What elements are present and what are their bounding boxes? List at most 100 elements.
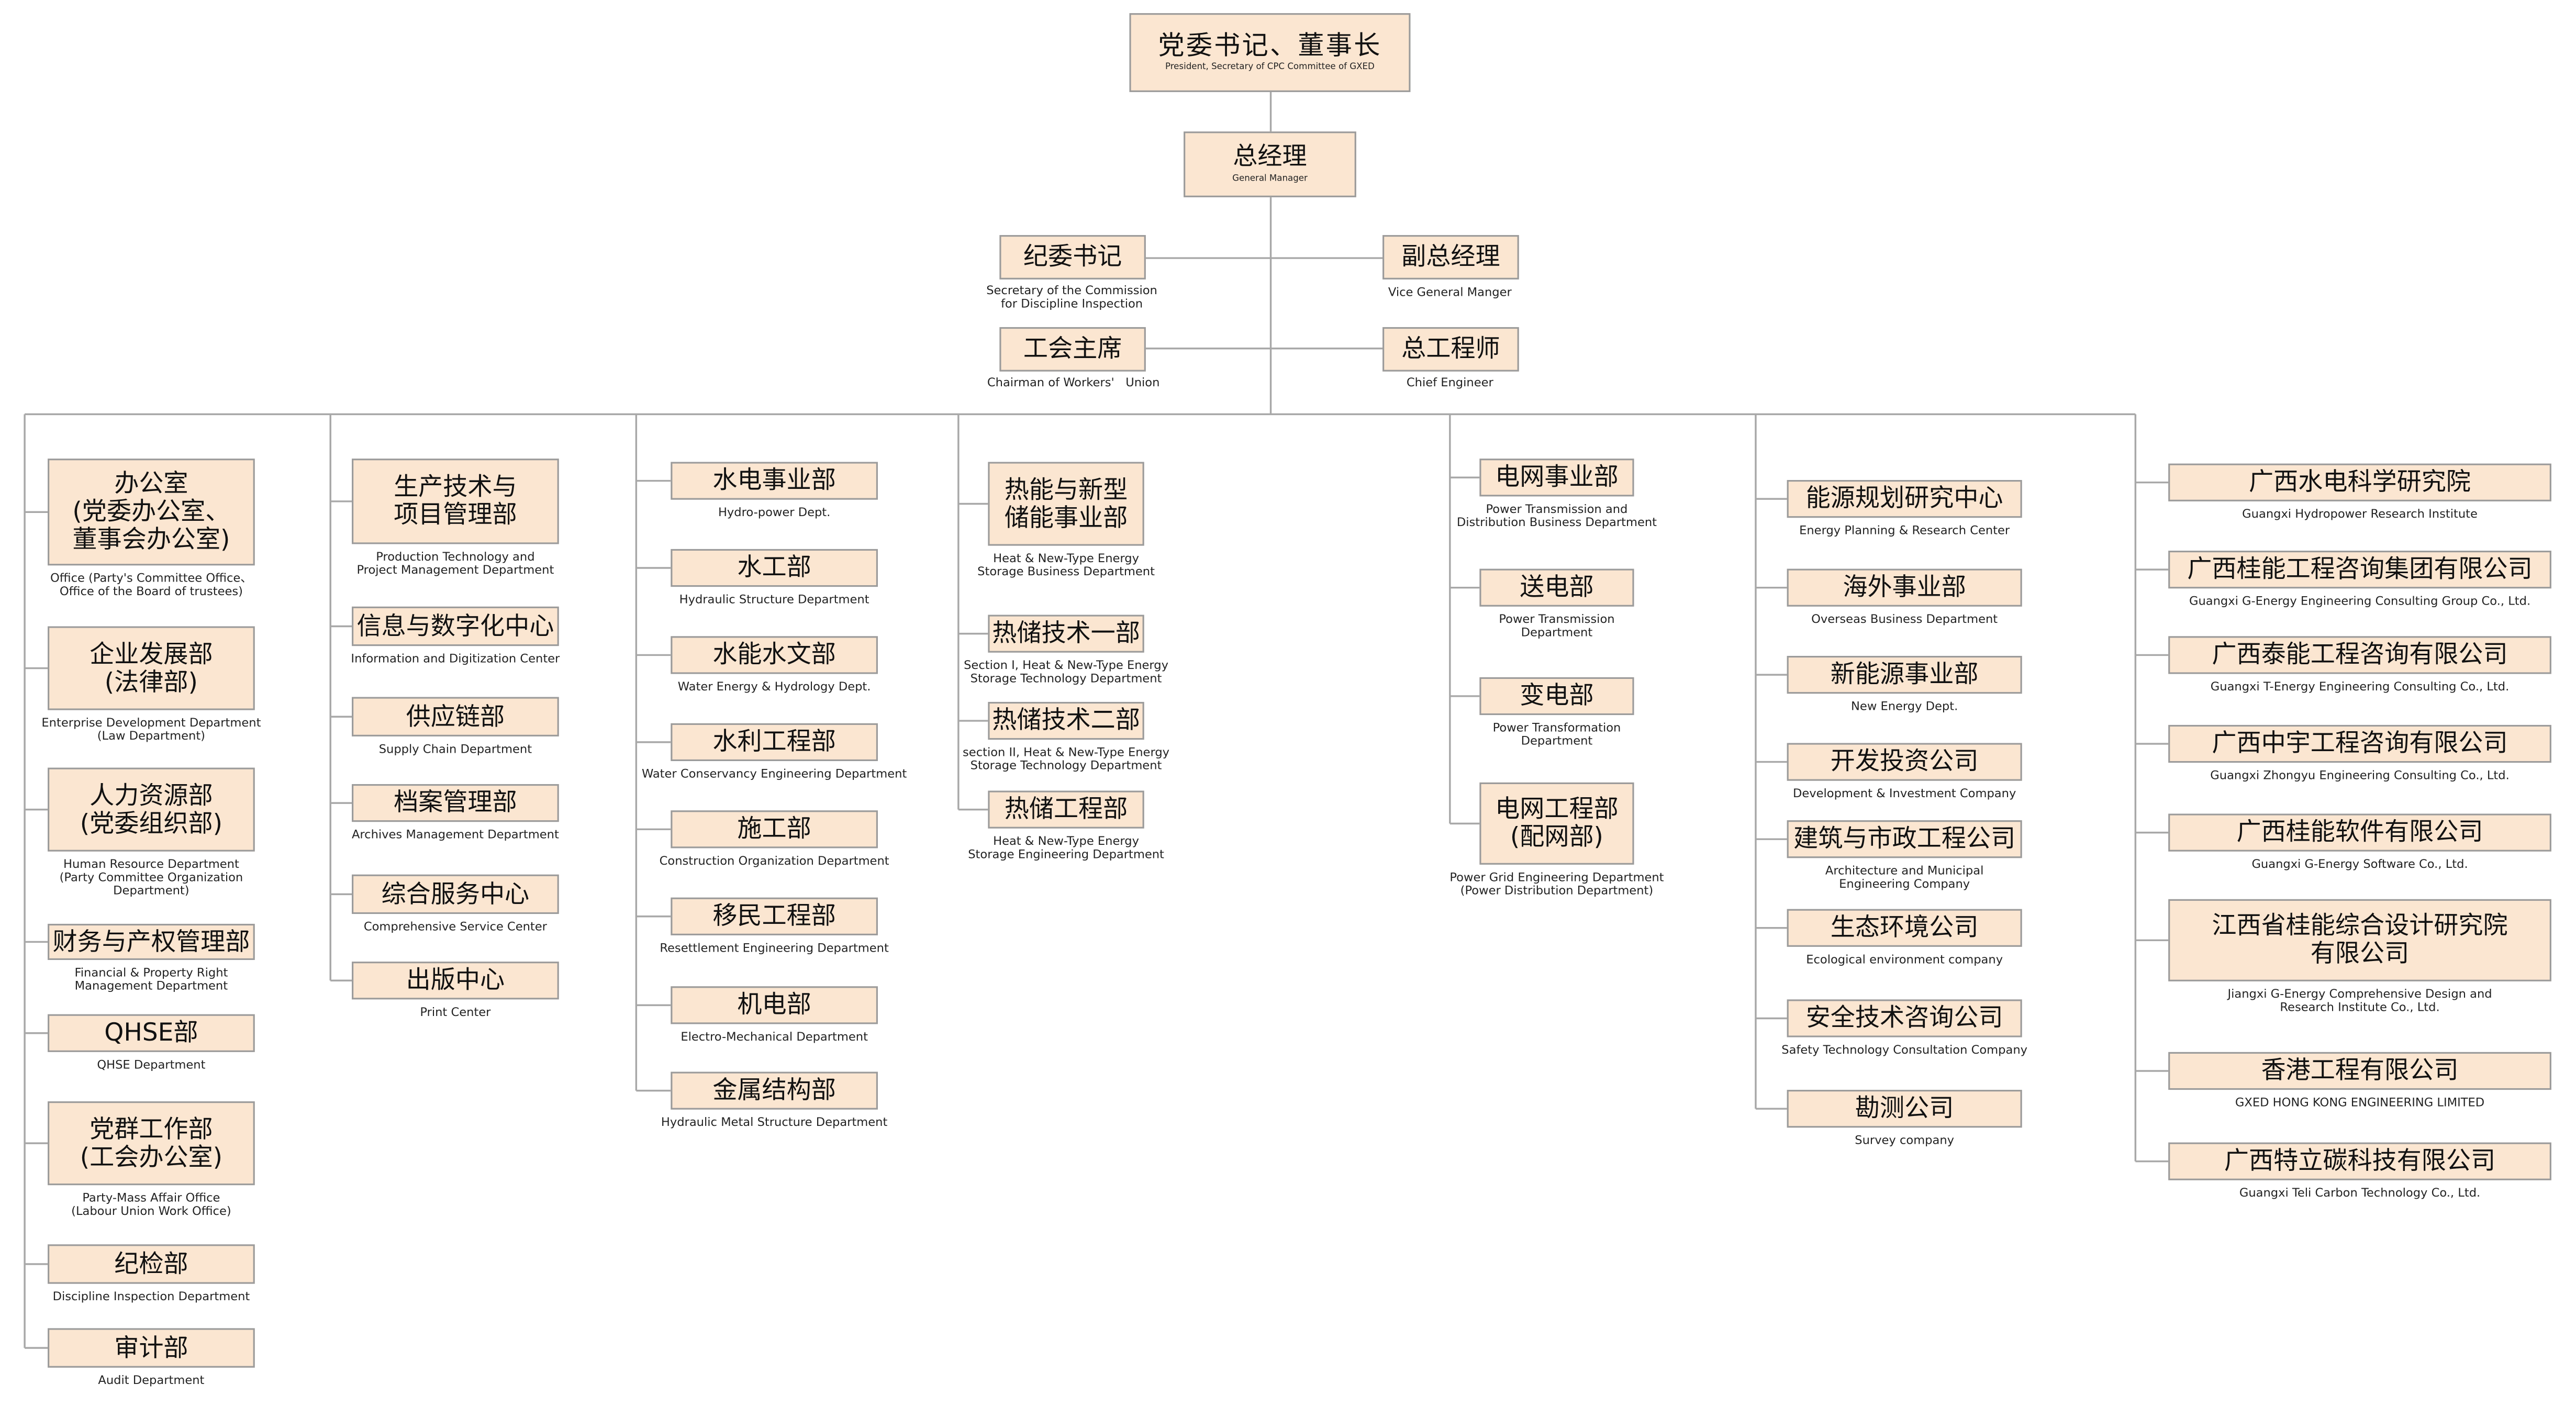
dept-node: 综合服务中心 [352,874,559,914]
dept-title: 办公室 (党委办公室、 董事会办公室) [72,468,230,554]
dept-title: 生产技术与 项目管理部 [394,472,517,530]
dept-node: 生态环境公司 [1787,909,2022,947]
dept-title: 香港工程有限公司 [2261,1055,2459,1085]
dept-caption: Enterprise Development Department (Law D… [41,715,261,743]
dept-node: 热储技术二部 [988,701,1144,740]
dept-title: 出版中心 [406,965,505,995]
union-chair-title: 工会主席 [1023,333,1122,364]
dept-caption: Section I, Heat & New-Type Energy Storag… [964,657,1168,686]
dept-caption: Archives Management Department [351,827,559,842]
dept-node: 广西泰能工程咨询有限公司 [2168,636,2551,674]
dept-node: 供应链部 [352,697,559,736]
dept-node: 热储技术一部 [988,615,1144,653]
dept-title: 人力资源部 (党委组织部) [80,780,223,838]
dept-node: 办公室 (党委办公室、 董事会办公室) [48,459,255,566]
dept-node: 广西桂能软件有限公司 [2168,813,2551,852]
dept-caption: Power Transformation Department [1492,720,1621,749]
dept-caption: Office (Party's Committee Office、 Office… [50,570,252,599]
dept-title: 广西桂能工程咨询集团有限公司 [2187,554,2533,584]
dept-node: 移民工程部 [671,897,878,935]
dept-title: 广西特立碳科技有限公司 [2224,1146,2496,1176]
dept-node: 水利工程部 [671,723,878,762]
dept-title: 生态环境公司 [1830,912,1979,942]
vice-gm-title: 副总经理 [1401,241,1500,272]
dept-title: 供应链部 [406,701,505,731]
dept-title: 综合服务中心 [381,878,530,909]
dept-title: 电网事业部 [1495,462,1619,492]
dept-caption: Power Transmission and Distribution Busi… [1456,501,1657,530]
dept-caption: Survey company [1855,1132,1955,1147]
dept-title: 电网工程部 (配网部) [1495,794,1619,852]
dept-node: 送电部 [1479,568,1634,607]
discipline-secretary-caption: Secretary of the Commission for Discipli… [986,283,1157,311]
dept-node: 安全技术咨询公司 [1787,999,2022,1037]
dept-title: 水利工程部 [712,727,836,756]
dept-caption: Jiangxi G-Energy Comprehensive Design an… [2227,986,2492,1014]
dept-caption: Ecological environment company [1806,952,2003,967]
dept-caption: Party-Mass Affair Office (Labour Union W… [71,1190,231,1219]
dept-title: 新能源事业部 [1830,659,1979,689]
dept-node: QHSE部 [48,1014,255,1052]
chief-engineer-caption: Chief Engineer [1406,375,1493,390]
dept-caption: Energy Planning & Research Center [1799,522,2010,538]
dept-node: 海外事业部 [1787,568,2022,607]
dept-title: 机电部 [737,989,811,1020]
dept-title: 广西水电科学研究院 [2249,467,2471,497]
union-chair-node: 工会主席 [999,327,1146,372]
discipline-secretary-node: 纪委书记 [999,235,1146,280]
root-subtitle: President, Secretary of CPC Committee of… [1165,63,1375,73]
dept-title: QHSE部 [104,1018,198,1047]
dept-node: 变电部 [1479,677,1634,716]
dept-node: 热储工程部 [988,790,1144,829]
dept-node: 人力资源部 (党委组织部) [48,767,255,852]
chief-engineer-title: 总工程师 [1401,333,1500,364]
general-manager-node: 总经理 General Manager [1184,131,1356,197]
dept-node: 机电部 [671,986,878,1024]
dept-caption: Supply Chain Department [378,741,532,756]
dept-caption: Guangxi Hydropower Research Institute [2242,506,2478,521]
dept-caption: Overseas Business Department [1811,611,1998,627]
general-manager-title: 总经理 [1233,141,1307,172]
root-node: 党委书记、董事长 President, Secretary of CPC Com… [1129,13,1411,92]
dept-title: 纪检部 [114,1248,188,1278]
dept-title: 财务与产权管理部 [52,926,250,956]
dept-title: 水工部 [737,552,811,582]
dept-node: 新能源事业部 [1787,656,2022,694]
dept-title: 建筑与市政工程公司 [1793,823,2016,854]
dept-node: 水能水文部 [671,636,878,674]
dept-node: 香港工程有限公司 [2168,1052,2551,1090]
dept-node: 纪检部 [48,1244,255,1284]
dept-title: 党群工作部 (工会办公室) [80,1114,223,1171]
dept-title: 企业发展部 (法律部) [90,639,213,696]
dept-caption: Hydro-power Dept. [718,505,831,520]
dept-caption: Construction Organization Department [659,853,889,868]
dept-title: 广西桂能软件有限公司 [2236,817,2483,847]
dept-caption: Print Center [420,1004,491,1020]
dept-caption: Guangxi Zhongyu Engineering Consulting C… [2210,767,2510,783]
dept-title: 热储技术一部 [992,618,1140,648]
dept-title: 档案管理部 [394,787,517,818]
discipline-secretary-title: 纪委书记 [1023,241,1122,272]
dept-node: 热能与新型 储能事业部 [988,462,1144,546]
dept-caption: Development & Investment Company [1792,786,2016,801]
dept-title: 安全技术咨询公司 [1805,1002,2003,1033]
dept-node: 档案管理部 [352,784,559,822]
dept-caption: Production Technology and Project Manage… [356,549,554,577]
dept-node: 能源规划研究中心 [1787,479,2022,518]
dept-caption: Heat & New-Type Energy Storage Engineeri… [968,833,1164,862]
dept-title: 送电部 [1520,572,1594,602]
dept-caption: Human Resource Department (Party Committ… [59,856,243,898]
vice-gm-caption: Vice General Manger [1388,284,1512,299]
dept-node: 财务与产权管理部 [48,923,255,960]
dept-caption: Financial & Property Right Management De… [74,965,228,993]
dept-caption: Guangxi G-Energy Software Co., Ltd. [2251,856,2468,872]
dept-caption: section II, Heat & New-Type Energy Stora… [963,744,1170,773]
dept-node: 广西中宇工程咨询有限公司 [2168,724,2551,763]
dept-title: 海外事业部 [1843,572,1966,602]
dept-caption: Guangxi T-Energy Engineering Consulting … [2210,678,2510,694]
dept-title: 信息与数字化中心 [356,610,554,641]
union-chair-caption: Chairman of Workers' Union [987,375,1160,390]
dept-title: 变电部 [1520,680,1594,710]
dept-node: 江西省桂能综合设计研究院 有限公司 [2168,899,2551,981]
